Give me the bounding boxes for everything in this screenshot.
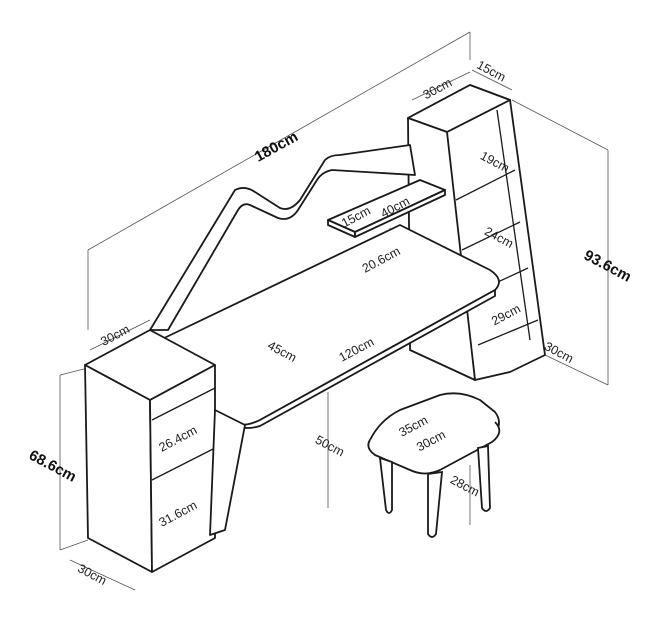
stool [367, 392, 501, 538]
small-shelf [327, 179, 446, 238]
label-cabinet-base-depth: 30cm [75, 561, 109, 588]
left-cabinet [84, 329, 246, 573]
label-desk-height: 50cm [313, 433, 347, 460]
label-tower-width-top: 15cm [474, 58, 508, 85]
label-cabinet-height: 68.6cm [26, 447, 79, 486]
right-tower [407, 84, 546, 381]
label-tower-height: 93.6cm [581, 247, 634, 286]
label-total-width: 180cm [252, 128, 301, 166]
back-panel [149, 144, 416, 331]
label-stool-height: 28cm [448, 473, 482, 500]
